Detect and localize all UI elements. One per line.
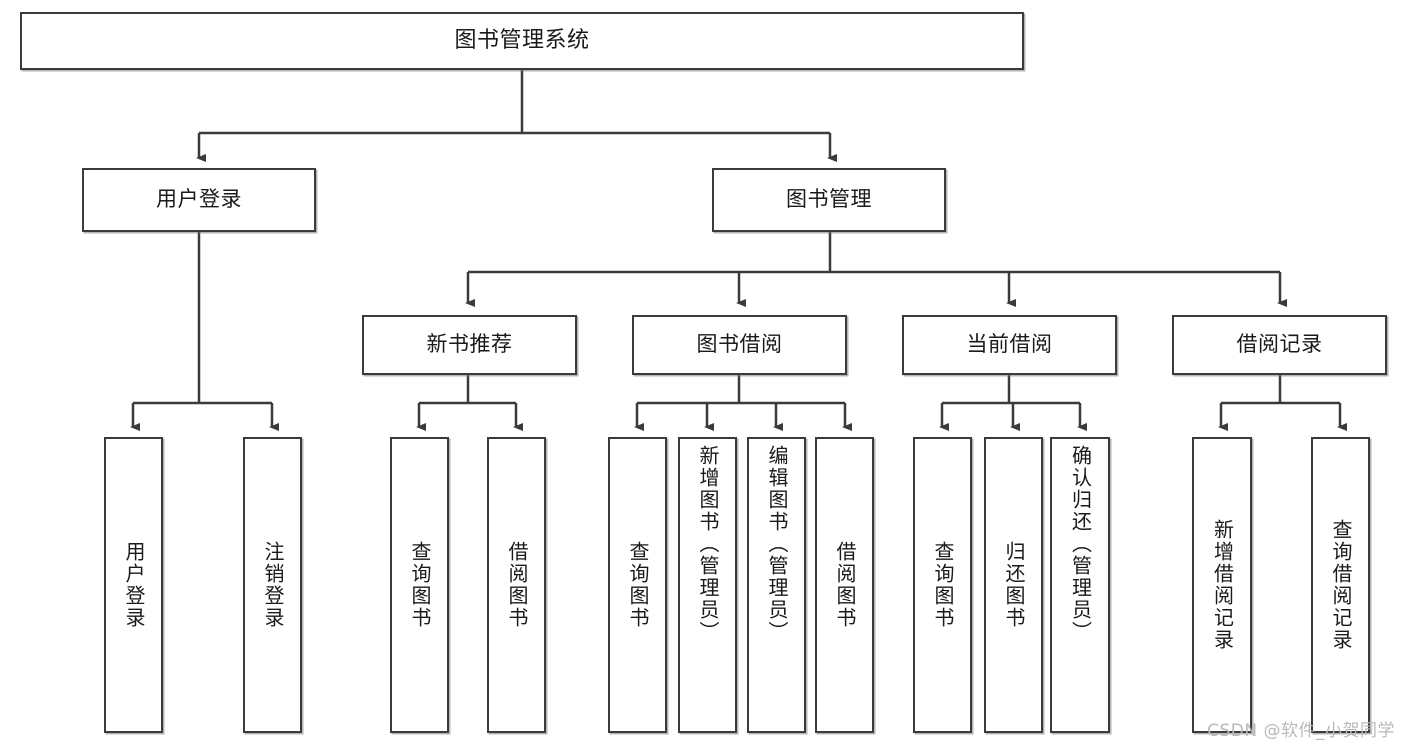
node-label: 图书管理系统 — [454, 27, 590, 53]
node-label: 借阅图书 — [833, 541, 857, 629]
leaf-add-book-admin[interactable]: 新增图书（管理员） — [678, 437, 737, 733]
node-label: 编辑图书（管理员） — [765, 445, 789, 643]
leaf-borrow-book-recommend[interactable]: 借阅图书 — [487, 437, 546, 733]
node-label: 查询图书 — [931, 541, 955, 629]
node-current-borrow[interactable]: 当前借阅 — [902, 315, 1117, 375]
node-label: 图书借阅 — [696, 332, 783, 357]
node-label: 注销登录 — [261, 541, 285, 629]
node-label: 用户登录 — [122, 541, 146, 629]
node-new-book-recommend[interactable]: 新书推荐 — [362, 315, 577, 375]
leaf-query-book-borrow[interactable]: 查询图书 — [608, 437, 667, 733]
leaf-edit-book-admin[interactable]: 编辑图书（管理员） — [747, 437, 806, 733]
node-label: 借阅图书 — [505, 541, 529, 629]
leaf-user-login[interactable]: 用户登录 — [104, 437, 163, 733]
node-label: 图书管理 — [786, 187, 872, 212]
leaf-confirm-return-admin[interactable]: 确认归还（管理员） — [1050, 437, 1110, 733]
leaf-logout[interactable]: 注销登录 — [243, 437, 302, 733]
node-book-management[interactable]: 图书管理 — [712, 168, 946, 232]
node-system-root[interactable]: 图书管理系统 — [20, 12, 1024, 70]
leaf-add-borrow-record[interactable]: 新增借阅记录 — [1192, 437, 1252, 733]
node-label: 新书推荐 — [426, 332, 513, 357]
leaf-query-book-current[interactable]: 查询图书 — [913, 437, 972, 733]
node-label: 归还图书 — [1002, 541, 1026, 629]
node-label: 查询借阅记录 — [1329, 519, 1353, 651]
leaf-return-book[interactable]: 归还图书 — [984, 437, 1043, 733]
node-label: 确认归还（管理员） — [1068, 445, 1093, 643]
watermark: CSDN @软件_小贺同学 — [1207, 721, 1395, 741]
node-label: 新增图书（管理员） — [696, 445, 720, 643]
node-label: 借阅记录 — [1236, 332, 1323, 357]
node-book-borrow[interactable]: 图书借阅 — [632, 315, 847, 375]
node-user-login[interactable]: 用户登录 — [82, 168, 316, 232]
node-label: 当前借阅 — [966, 332, 1053, 357]
leaf-borrow-book[interactable]: 借阅图书 — [815, 437, 874, 733]
leaf-query-book-recommend[interactable]: 查询图书 — [390, 437, 449, 733]
node-borrow-record[interactable]: 借阅记录 — [1172, 315, 1387, 375]
node-label: 新增借阅记录 — [1210, 519, 1235, 651]
node-label: 用户登录 — [156, 187, 242, 212]
leaf-query-borrow-record[interactable]: 查询借阅记录 — [1311, 437, 1370, 733]
node-label: 查询图书 — [626, 541, 650, 629]
node-label: 查询图书 — [408, 541, 432, 629]
